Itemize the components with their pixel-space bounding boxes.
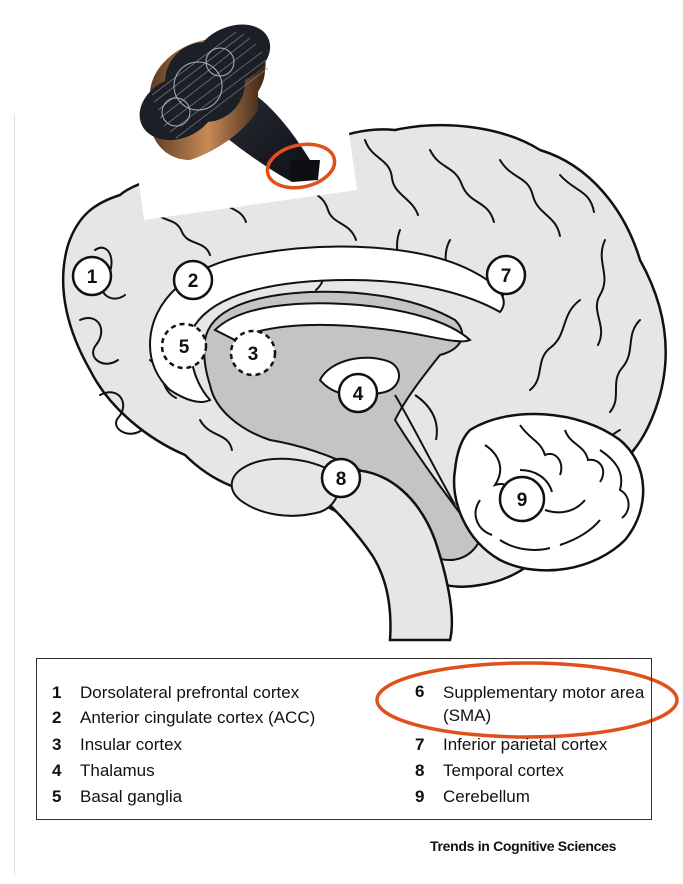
svg-text:2: 2 xyxy=(188,271,199,292)
legend-label: Cerebellum xyxy=(443,786,530,809)
legend-number: 6 xyxy=(415,682,443,702)
marker-3: 3 xyxy=(231,331,275,375)
legend-item-5: 5 Basal ganglia xyxy=(52,786,182,809)
svg-text:9: 9 xyxy=(517,490,528,511)
marker-2: 2 xyxy=(174,261,212,299)
legend-label: Basal ganglia xyxy=(80,786,182,809)
legend-label: Thalamus xyxy=(80,760,155,783)
legend-label: Dorsolateral prefrontal cortex xyxy=(80,682,299,705)
legend-number: 2 xyxy=(52,708,80,728)
marker-8: 8 xyxy=(322,459,360,497)
legend-item-9: 9 Cerebellum xyxy=(415,786,530,809)
legend-number: 1 xyxy=(52,683,80,703)
legend-item-4: 4 Thalamus xyxy=(52,760,155,783)
svg-text:3: 3 xyxy=(248,344,259,365)
marker-7: 7 xyxy=(487,256,525,294)
legend-item-8: 8 Temporal cortex xyxy=(415,760,564,783)
marker-9: 9 xyxy=(500,477,544,521)
legend-label: Temporal cortex xyxy=(443,760,564,783)
source-credit: Trends in Cognitive Sciences xyxy=(430,838,616,854)
legend-number: 4 xyxy=(52,761,80,781)
tms-coil-image xyxy=(118,4,357,220)
legend-number: 8 xyxy=(415,761,443,781)
legend-label: Anterior cingulate cortex (ACC) xyxy=(80,707,315,730)
legend-item-2: 2 Anterior cingulate cortex (ACC) xyxy=(52,707,315,730)
legend-label: Insular cortex xyxy=(80,734,182,757)
legend-item-7: 7 Inferior parietal cortex xyxy=(415,734,607,757)
svg-text:5: 5 xyxy=(179,337,190,358)
svg-text:1: 1 xyxy=(87,267,98,288)
legend-item-6: 6 Supplementary motor area (SMA) xyxy=(415,682,653,728)
legend-item-1: 1 Dorsolateral prefrontal cortex xyxy=(52,682,299,705)
svg-text:8: 8 xyxy=(336,469,347,490)
page-edge-rule xyxy=(14,115,15,875)
svg-text:4: 4 xyxy=(353,384,364,405)
svg-text:7: 7 xyxy=(501,266,512,287)
cerebellum xyxy=(454,414,643,570)
marker-4: 4 xyxy=(339,374,377,412)
legend-item-3: 3 Insular cortex xyxy=(52,734,182,757)
marker-1: 1 xyxy=(73,257,111,295)
legend-label: Inferior parietal cortex xyxy=(443,734,607,757)
legend-number: 9 xyxy=(415,787,443,807)
legend-number: 7 xyxy=(415,735,443,755)
legend-number: 5 xyxy=(52,787,80,807)
legend-number: 3 xyxy=(52,735,80,755)
legend-label: Supplementary motor area (SMA) xyxy=(443,682,653,728)
marker-5: 5 xyxy=(162,324,206,368)
